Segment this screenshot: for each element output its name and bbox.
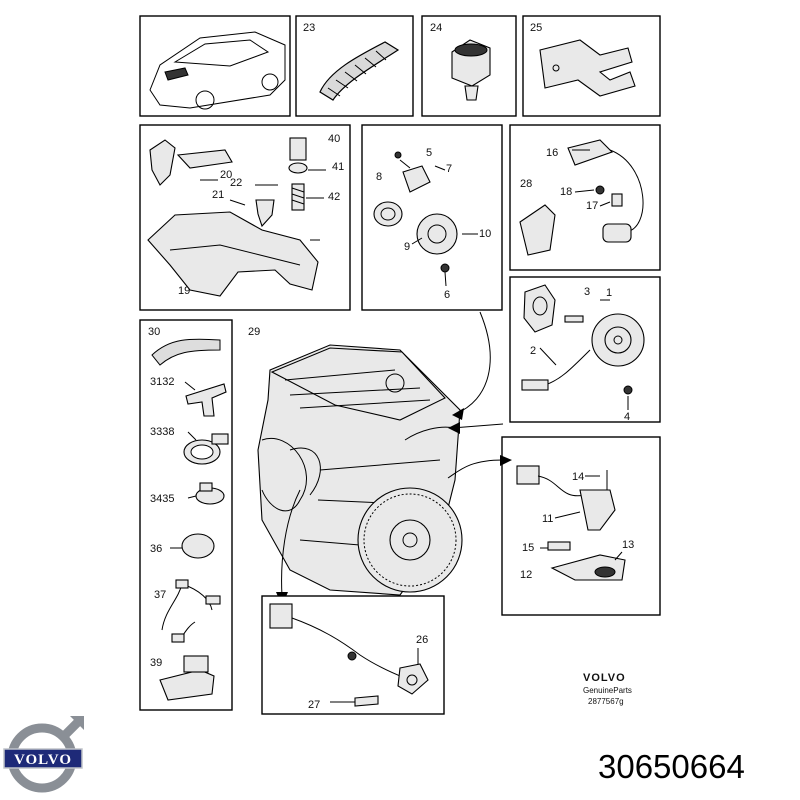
callout-15: 15	[522, 542, 534, 554]
callout-18: 18	[560, 186, 572, 198]
panel-car	[139, 15, 291, 117]
stamp-brand: VOLVO	[583, 672, 626, 684]
callout-5: 5	[426, 147, 432, 159]
panel-24-clamp: 24	[421, 15, 517, 117]
callout-12: 12	[520, 569, 532, 581]
callout-21: 21	[212, 189, 224, 201]
callout-10: 10	[479, 228, 491, 240]
stamp-code: 2877567g	[588, 697, 624, 706]
panel-26-knock-sensor: 26 27	[261, 595, 445, 715]
callout-23: 23	[303, 22, 315, 34]
callout-4: 4	[624, 411, 630, 423]
callout-24: 24	[430, 22, 442, 34]
callout-3338: 3338	[150, 426, 174, 438]
engine-assembly: 29	[248, 326, 463, 596]
genuine-parts-stamp: VOLVO GenuineParts 2877567g	[583, 672, 632, 706]
callout-37: 37	[154, 589, 166, 601]
callout-39: 39	[150, 657, 162, 669]
panel-23-hose: 23	[295, 15, 414, 117]
panel-19-cover: 40 41 42 20 22 21 19	[139, 124, 351, 311]
callout-8: 8	[376, 171, 382, 183]
callout-20: 20	[220, 169, 232, 181]
callout-22: 22	[230, 177, 242, 189]
callout-3435: 3435	[150, 493, 174, 505]
connector-arrows	[276, 311, 512, 606]
callout-11: 11	[542, 513, 553, 525]
callout-16: 16	[546, 147, 558, 159]
callout-17: 17	[586, 200, 598, 212]
stamp-line1: GenuineParts	[583, 686, 632, 695]
callout-9: 9	[404, 241, 410, 253]
callout-3132: 3132	[150, 376, 174, 388]
part-number: 30650664	[598, 748, 745, 785]
callout-26: 26	[416, 634, 428, 646]
callout-14: 14	[572, 471, 584, 483]
callout-40: 40	[328, 133, 340, 145]
callout-30: 30	[148, 326, 160, 338]
panel-1-pulley: 3 1 2 4	[509, 276, 661, 423]
panel-hoses-list: 30 3132 3338 3435 36 37 39	[139, 319, 233, 711]
callout-2: 2	[530, 345, 536, 357]
callout-1: 1	[606, 287, 612, 299]
callout-7: 7	[446, 163, 452, 175]
callout-3: 3	[584, 286, 590, 298]
callout-25: 25	[530, 22, 542, 34]
callout-41: 41	[332, 161, 344, 173]
logo-wordmark: VOLVO	[14, 752, 72, 768]
callout-42: 42	[328, 191, 340, 203]
callout-19: 19	[178, 285, 190, 297]
panel-12-crank-sensor: 14 11 15 13 12	[501, 436, 661, 616]
callout-29: 29	[248, 326, 260, 338]
callout-28: 28	[520, 178, 532, 190]
panel-16-sensor: 16 18 17 28	[509, 124, 661, 271]
callout-27: 27	[308, 699, 320, 711]
callout-36: 36	[150, 543, 162, 555]
callout-13: 13	[622, 539, 634, 551]
panel-25-bracket: 25	[522, 15, 661, 117]
volvo-logo: VOLVO	[3, 716, 84, 793]
panel-10-tensioner: 5 7 8 9 10 6	[361, 124, 503, 311]
callout-6: 6	[444, 289, 450, 301]
